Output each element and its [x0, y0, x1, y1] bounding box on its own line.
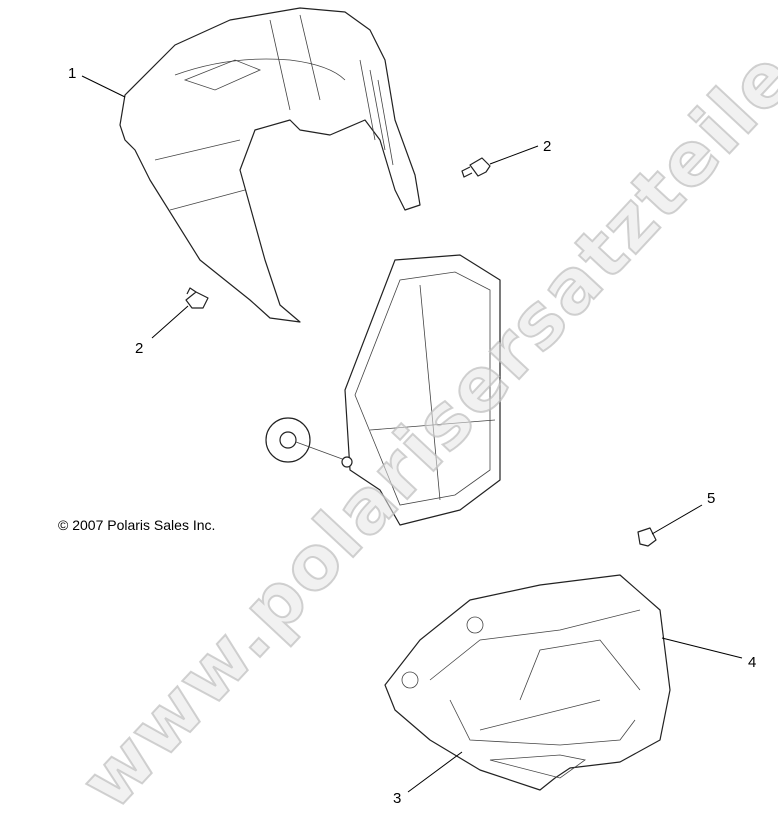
leader-1 [81, 75, 126, 98]
screw-left [185, 287, 209, 309]
callout-1: 1 [68, 65, 76, 82]
callout-4: 4 [748, 654, 756, 671]
callout-2-upper: 2 [543, 138, 551, 155]
copyright-text: © 2007 Polaris Sales Inc. [58, 517, 216, 533]
headlight-assembly [265, 254, 501, 526]
lower-pod-housing [384, 574, 671, 791]
callout-2-left: 2 [135, 340, 143, 357]
clip [637, 527, 657, 547]
leader-2-left [151, 305, 189, 339]
screw-upper [461, 157, 491, 178]
leader-3 [407, 751, 463, 793]
callout-5: 5 [707, 490, 715, 507]
callout-3: 3 [393, 790, 401, 807]
leader-4 [661, 637, 743, 659]
leader-2-upper [489, 145, 539, 165]
headlight-pod-cover [119, 7, 421, 323]
leader-5 [651, 504, 703, 535]
